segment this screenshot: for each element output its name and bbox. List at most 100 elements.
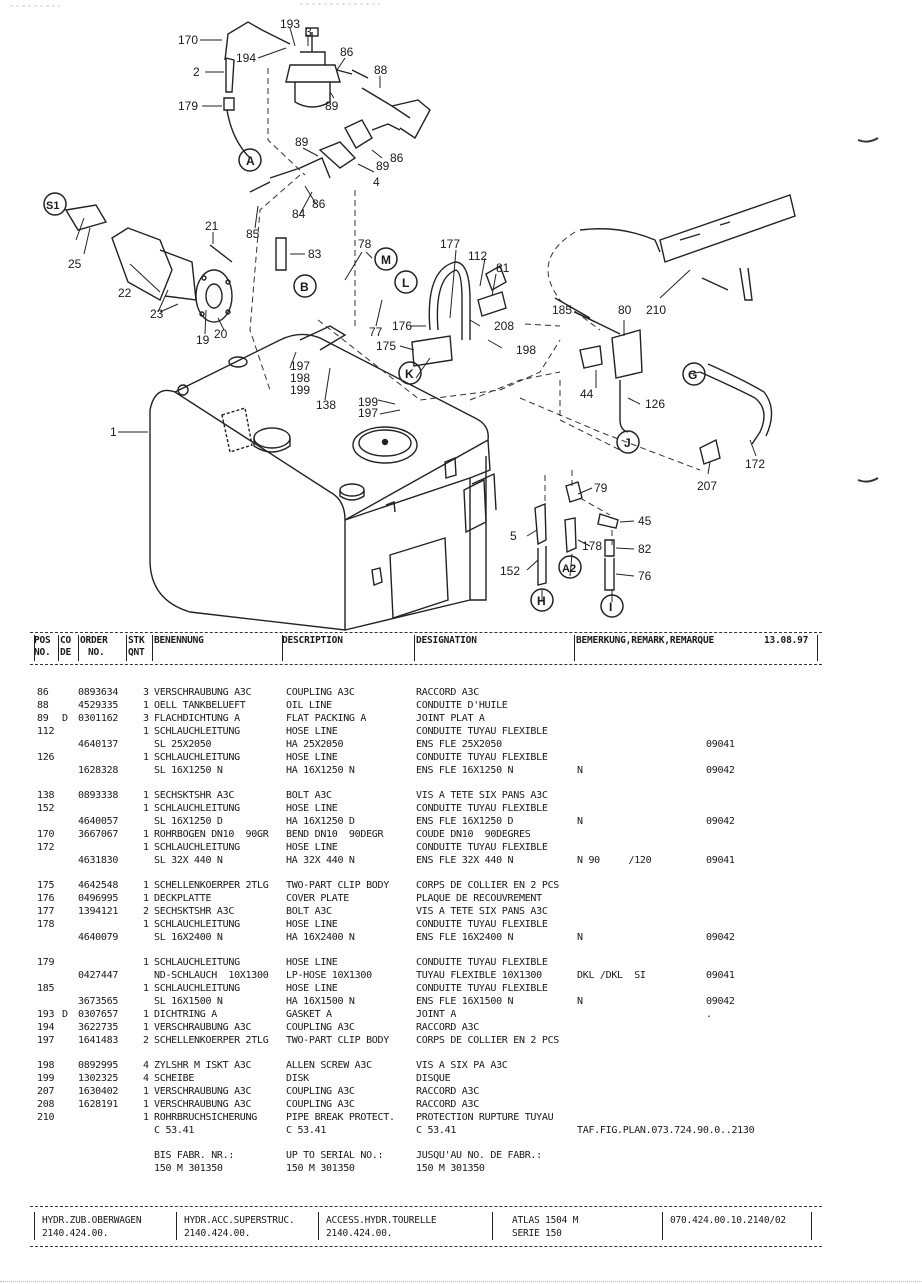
cell-pos: 176: [37, 893, 55, 904]
cell-fr: ENS FLE 16X1250 D: [416, 816, 514, 827]
cell-code: 09041: [706, 739, 735, 750]
cell-pos: 88: [37, 700, 49, 711]
cell-rem: DKL /DKL SI: [577, 970, 646, 981]
cell-ord: 1394121: [78, 906, 119, 917]
callout-M: M: [381, 253, 391, 267]
cell-de: VERSCHRAUBUNG A3C: [154, 687, 252, 698]
cell-en: DISK: [286, 1073, 309, 1084]
callout-4: 4: [373, 175, 380, 189]
cell-de: SCHEIBE: [154, 1073, 195, 1084]
fittings-middle: [209, 119, 401, 271]
cell-ord: 0307657: [78, 1009, 119, 1020]
cell-code: 09041: [706, 855, 735, 866]
callout-193: 193: [280, 17, 300, 31]
cell-fr: VIS A TETE SIX PANS A3C: [416, 906, 548, 917]
callout-labels: 193 3 170 194 86 2 88 179 89 A 89 86 89 …: [46, 17, 765, 614]
cell-en: COVER PLATE: [286, 893, 349, 904]
cell-ord: 4529335: [78, 700, 119, 711]
cell-pos: 178: [37, 919, 55, 930]
cell-pos: 198: [37, 1060, 55, 1071]
callout-86c: 86: [312, 197, 326, 211]
cell-de: SECHSKTSHR A3C: [154, 906, 235, 917]
cell-de: SCHLAUCHLEITUNG: [154, 726, 240, 737]
callout-179: 179: [178, 99, 198, 113]
callout-H: H: [537, 594, 546, 608]
callout-172: 172: [745, 457, 765, 471]
cell-fr: JOINT A: [416, 1009, 457, 1020]
cell-pos: 197: [37, 1035, 55, 1046]
cell-ord: 3667067: [78, 829, 119, 840]
cell-qty: 1: [143, 983, 149, 994]
cell-rem: N: [577, 765, 583, 776]
callout-1: 1: [110, 425, 117, 439]
cell-qty: 1: [143, 726, 149, 737]
cell-fr: CONDUITE TUYAU FLEXIBLE: [416, 726, 548, 737]
cell-code: 09041: [706, 970, 735, 981]
cell-pos: 207: [37, 1086, 55, 1097]
footer-col2: HYDR.ACC.SUPERSTRUC.2140.424.00.: [184, 1215, 295, 1239]
cell-qty: 1: [143, 1009, 149, 1020]
cell-ord: 0893634: [78, 687, 119, 698]
cell-de: SL 16X1250 N: [154, 765, 223, 776]
cell-pos: 199: [37, 1073, 55, 1084]
cell-de: SL 16X2400 N: [154, 932, 223, 943]
cell-en: COUPLING A3C: [286, 687, 355, 698]
callout-I: I: [609, 600, 612, 614]
callout-3: 3: [305, 25, 312, 39]
callout-K: K: [405, 367, 414, 381]
header-description: DESCRIPTION: [282, 635, 343, 646]
cell-pos: 194: [37, 1022, 55, 1033]
cell-en: BOLT A3C: [286, 790, 332, 801]
cell-code: .: [706, 1009, 712, 1020]
cell-en: HOSE LINE: [286, 983, 338, 994]
cell-ord: 4640057: [78, 816, 119, 827]
cell-en: TWO-PART CLIP BODY: [286, 880, 389, 891]
cell-de: SCHELLENKOERPER 2TLG: [154, 880, 269, 891]
cell-fr: TUYAU FLEXIBLE 10X1300: [416, 970, 542, 981]
cell-fr: CORPS DE COLLIER EN 2 PCS: [416, 1035, 560, 1046]
callout-112: 112: [468, 249, 487, 263]
cell-code: 09042: [706, 932, 735, 943]
cell-ord: 4642548: [78, 880, 119, 891]
edge-marks: [857, 137, 879, 483]
cell-de: SCHELLENKOERPER 2TLG: [154, 1035, 269, 1046]
cell-qty: 3: [143, 687, 149, 698]
callout-86: 86: [340, 45, 354, 59]
cell-de: SL 16X1500 N: [154, 996, 223, 1007]
cell-pos: 126: [37, 752, 55, 763]
callout-78: 78: [358, 237, 372, 251]
cell-de: VERSCHRAUBUNG A3C: [154, 1022, 252, 1033]
callout-J: J: [624, 436, 631, 450]
callout-89c: 89: [376, 159, 390, 173]
cell-de: DICHTRING A: [154, 1009, 217, 1020]
hydraulic-tank: [149, 325, 497, 631]
cell-de: DECKPLATTE: [154, 893, 212, 904]
cell-qty: 1: [143, 842, 149, 853]
callout-170: 170: [178, 33, 198, 47]
callout-178: 178: [582, 539, 602, 553]
callout-138: 138: [316, 398, 336, 412]
header-benennung: BENENNUNG: [154, 635, 204, 646]
cell-pos: 185: [37, 983, 55, 994]
cell-ord: 4631830: [78, 855, 119, 866]
callout-198b: 198: [290, 371, 310, 385]
callout-B: B: [300, 280, 309, 294]
cell-pos: 138: [37, 790, 55, 801]
cell-de: SL 32X 440 N: [154, 855, 223, 866]
cell-co: D: [62, 1009, 68, 1020]
cell-qty: 1: [143, 1112, 149, 1123]
cell-en: HOSE LINE: [286, 752, 338, 763]
callout-23: 23: [150, 307, 164, 321]
callout-76: 76: [638, 569, 652, 583]
cell-de: ROHRBRUCHSICHERUNG: [154, 1112, 257, 1123]
cell-fr: ENS FLE 16X1250 N: [416, 765, 514, 776]
cell-pos: 210: [37, 1112, 55, 1123]
cell-ord: 1302325: [78, 1073, 119, 1084]
cell-pos: 89: [37, 713, 49, 724]
cell-qty: 4: [143, 1060, 149, 1071]
callout-2: 2: [193, 65, 200, 79]
cell-qty: 1: [143, 1099, 149, 1110]
